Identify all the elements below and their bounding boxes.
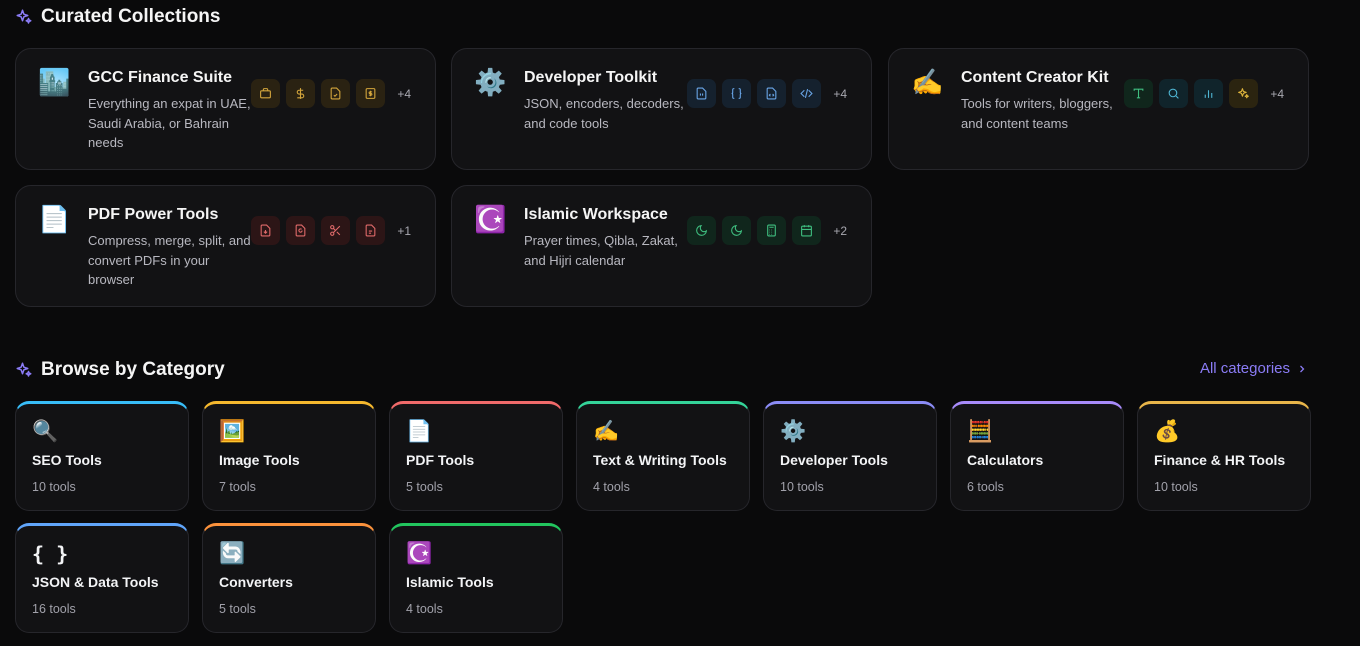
category-tool-count: 4 tools [593, 480, 630, 494]
file-check-icon[interactable] [321, 79, 351, 108]
category-name: JSON & Data Tools [32, 574, 159, 590]
category-card-islamic-tools[interactable]: ☪️ Islamic Tools 4 tools [389, 523, 563, 633]
category-tool-count: 10 tools [1154, 480, 1198, 494]
gear-icon: ⚙️ [474, 67, 507, 97]
category-card-finance-and-hr-tools[interactable]: 💰 Finance & HR Tools 10 tools [1137, 401, 1311, 511]
more-tools-count: +4 [397, 86, 411, 101]
chevron-right-icon [1300, 365, 1305, 372]
file-json-icon[interactable] [687, 79, 717, 108]
category-name: PDF Tools [406, 452, 475, 468]
collection-title: Content Creator Kit [961, 69, 1109, 86]
collection-tool-chips: +1 [251, 216, 411, 245]
category-name: Image Tools [219, 452, 300, 468]
page-icon: 📄 [406, 420, 433, 443]
collection-card-gcc-finance[interactable]: 🏙️ GCC Finance Suite Everything an expat… [15, 48, 436, 170]
all-categories-link[interactable]: All categories [1200, 360, 1308, 377]
braces-icon[interactable] [722, 79, 752, 108]
collection-title: Developer Toolkit [524, 69, 658, 86]
braces-icon: { } [32, 542, 69, 566]
category-tool-count: 5 tools [406, 480, 443, 494]
category-tool-count: 16 tools [32, 602, 76, 616]
search-icon[interactable] [1159, 79, 1189, 108]
scissors-icon[interactable] [321, 216, 351, 245]
dollar-icon[interactable] [286, 79, 316, 108]
abacus-icon: 🧮 [967, 420, 994, 443]
category-card-text-and-writing-tools[interactable]: ✍️ Text & Writing Tools 4 tools [576, 401, 750, 511]
collection-title: PDF Power Tools [88, 206, 219, 223]
briefcase-icon[interactable] [251, 79, 281, 108]
moon-icon[interactable] [722, 216, 752, 245]
file-merge-icon[interactable] [286, 216, 316, 245]
magnifier-icon: 🔍 [32, 420, 59, 443]
collection-card-islamic-workspace[interactable]: ☪️ Islamic Workspace Prayer times, Qibla… [451, 185, 872, 307]
collection-description: Tools for writers, bloggers, and content… [961, 96, 1113, 131]
category-tool-count: 5 tools [219, 602, 256, 616]
category-tool-count: 4 tools [406, 602, 443, 616]
category-name: Calculators [967, 452, 1044, 468]
curated-collections-heading: Curated Collections [15, 6, 220, 28]
category-card-image-tools[interactable]: 🖼️ Image Tools 7 tools [202, 401, 376, 511]
page-icon: 📄 [38, 204, 71, 234]
file-convert-icon[interactable] [356, 216, 386, 245]
star-crescent-icon: ☪️ [406, 542, 433, 565]
section-title-text: Curated Collections [41, 6, 221, 27]
collection-tool-chips: +4 [1124, 79, 1284, 108]
code-icon[interactable] [792, 79, 822, 108]
collection-card-developer-toolkit[interactable]: ⚙️ Developer Toolkit JSON, encoders, dec… [451, 48, 872, 170]
more-tools-count: +4 [833, 86, 847, 101]
all-categories-label: All categories [1199, 360, 1290, 377]
more-tools-count: +1 [397, 223, 411, 238]
category-tool-count: 10 tools [32, 480, 76, 494]
category-tool-count: 10 tools [780, 480, 824, 494]
category-name: Finance & HR Tools [1154, 452, 1286, 468]
more-tools-count: +2 [833, 223, 847, 238]
category-card-calculators[interactable]: 🧮 Calculators 6 tools [950, 401, 1124, 511]
collection-description: Compress, merge, split, and convert PDFs… [88, 233, 251, 287]
sparkles-icon [16, 362, 32, 377]
category-tool-count: 6 tools [967, 480, 1004, 494]
category-name: SEO Tools [32, 452, 102, 468]
bar-chart-icon[interactable] [1194, 79, 1224, 108]
writing-hand-icon: ✍️ [593, 420, 620, 443]
refresh-icon: 🔄 [219, 542, 246, 565]
text-icon[interactable] [1124, 79, 1154, 108]
calculator-icon[interactable] [757, 216, 787, 245]
collection-description: Prayer times, Qibla, Zakat, and Hijri ca… [524, 233, 678, 268]
file-down-icon[interactable] [251, 216, 281, 245]
sparkles-icon[interactable] [1229, 79, 1259, 108]
receipt-icon[interactable] [356, 79, 386, 108]
picture-icon: 🖼️ [219, 420, 246, 443]
collection-tool-chips: +4 [251, 79, 411, 108]
collection-card-content-creator[interactable]: ✍️ Content Creator Kit Tools for writers… [888, 48, 1309, 170]
collection-description: JSON, encoders, decoders, and code tools [524, 96, 684, 131]
category-name: Text & Writing Tools [593, 452, 727, 468]
collection-description: Everything an expat in UAE, Saudi Arabia… [88, 96, 251, 150]
category-card-pdf-tools[interactable]: 📄 PDF Tools 5 tools [389, 401, 563, 511]
cityscape-icon: 🏙️ [38, 67, 71, 97]
collection-card-pdf-power[interactable]: 📄 PDF Power Tools Compress, merge, split… [15, 185, 436, 307]
sparkles-icon [16, 9, 32, 24]
category-name: Developer Tools [780, 452, 888, 468]
file-code-icon[interactable] [757, 79, 787, 108]
more-tools-count: +4 [1270, 86, 1284, 101]
category-tool-count: 7 tools [219, 480, 256, 494]
category-name: Converters [219, 574, 293, 590]
money-bag-icon: 💰 [1154, 420, 1181, 443]
category-card-json-and-data-tools[interactable]: { } JSON & Data Tools 16 tools [15, 523, 189, 633]
collection-title: Islamic Workspace [524, 206, 668, 223]
moon-icon[interactable] [687, 216, 717, 245]
category-card-converters[interactable]: 🔄 Converters 5 tools [202, 523, 376, 633]
gear-icon: ⚙️ [780, 420, 807, 443]
category-name: Islamic Tools [406, 574, 494, 590]
category-card-developer-tools[interactable]: ⚙️ Developer Tools 10 tools [763, 401, 937, 511]
category-card-seo-tools[interactable]: 🔍 SEO Tools 10 tools [15, 401, 189, 511]
star-crescent-icon: ☪️ [474, 204, 507, 234]
section-title-text: Browse by Category [41, 359, 225, 380]
collection-tool-chips: +2 [687, 216, 847, 245]
calendar-icon[interactable] [792, 216, 822, 245]
collection-tool-chips: +4 [687, 79, 847, 108]
browse-category-heading: Browse by Category [15, 359, 225, 381]
writing-hand-icon: ✍️ [911, 67, 944, 97]
collection-title: GCC Finance Suite [88, 69, 233, 86]
